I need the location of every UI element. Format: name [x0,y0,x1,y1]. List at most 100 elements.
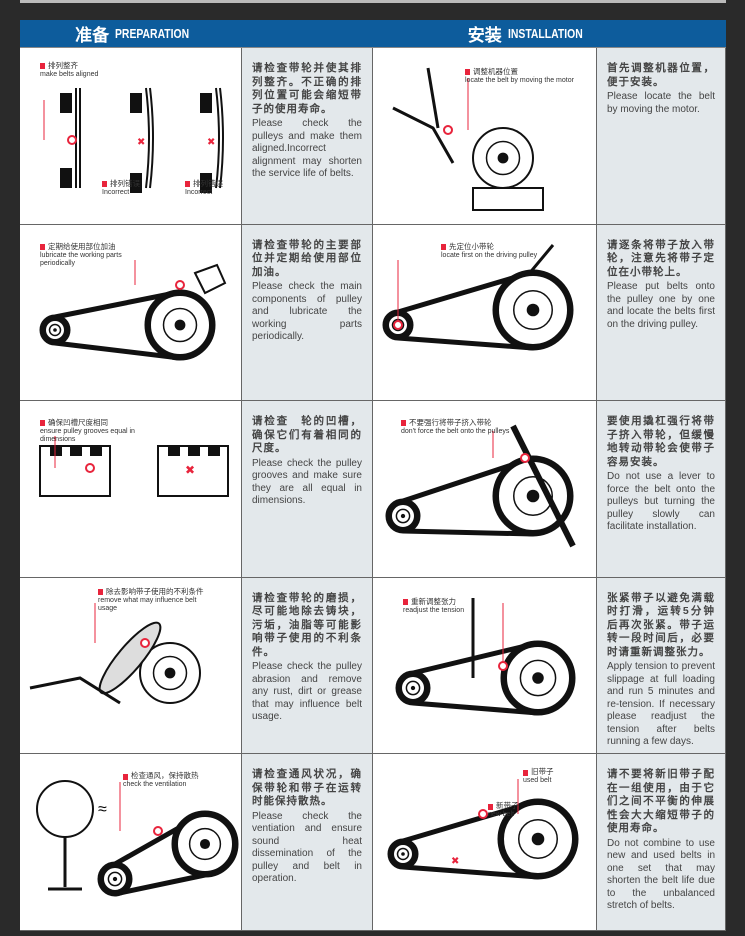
heading-zh: 准备 [75,26,110,45]
instruction-zh: 要使用撬杠强行将带子挤入带轮，但缓慢地转动带轮会使带子容易安装。 [607,415,715,468]
pulley-belt-drawing [392,67,544,211]
marker-icon [123,773,128,780]
marker-icon [523,769,528,776]
label-en: check the ventilation [123,781,187,789]
svg-text:✖: ✖ [185,463,195,477]
instruction-en: Do not use a lever to force the belt ont… [607,471,715,533]
label-zh: 排列错误 [193,179,223,188]
instruction-text-right-4: 张紧带子以避免满载时打滑，运转5分钟后再次张紧。带子运转一段时间后，必要时请重新… [597,577,726,755]
instruction-zh: 请检查带轮的磨损，尽可能地除去铸块，污垢，油脂等可能影响带子使用的不利条件。 [252,591,362,658]
marker-icon [40,63,45,70]
instruction-en: Please put belts onto the pulley one by … [607,281,715,330]
marker-icon [401,420,406,427]
marker-icon [40,420,45,427]
instruction-zh: 首先调整机器位置，便于安装。 [607,62,715,88]
preparation-heading: 准备 PREPARATION [20,20,373,47]
marker-icon [488,803,493,810]
heading-en: INSTALLATION [507,26,583,41]
pulley-belt-drawing [39,259,227,361]
instruction-en: Please check the ventiation and ensure s… [252,810,362,885]
instruction-zh: 请检查 轮的凹槽，确保它们有着相同的尺度。 [252,415,362,455]
instruction-en: Please check the pulley grooves and make… [252,457,362,507]
label-en: don't force the belt onto the pulleys [401,428,510,436]
instruction-text-right-1: 首先调整机器位置，便于安装。 Please locate the belt by … [597,48,726,225]
instruction-text-right-3: 要使用撬杠强行将带子挤入带轮，但缓慢地转动带轮会使带子容易安装。Do not u… [597,401,726,578]
pulley-belt-drawing [395,597,576,716]
marker-icon [40,243,45,250]
label-zh: 不要强行将带子挤入带轮 [409,418,492,428]
marker-icon [441,243,446,250]
marker-icon [185,181,190,188]
instruction-zh: 请检查通风状况，确保带轮和带子在运转时能保持散热。 [252,768,362,808]
label-en: locate first on the driving pulley [441,251,538,259]
label-zh: 重新调整张力 [411,596,456,606]
label-zh: 检查通风，保持散热 [131,771,199,781]
label-en: lubricate the working parts periodically [40,251,122,267]
label-en: new belt [488,811,515,819]
instruction-zh: 请检查带轮的主要部位并定期给使用部位加油。 [252,238,362,278]
svg-text:✖: ✖ [207,137,215,148]
instruction-zh: 张紧带子以避免满载时打滑，运转5分钟后再次张紧。带子运转一段时间后，必要时请重新… [607,591,715,658]
marker-icon [465,69,470,76]
pulley-belt-drawing: ✖ [387,779,579,880]
pulley-belt-drawing [29,602,201,705]
marker-icon [403,598,408,605]
label-zh: 先定位小带轮 [449,241,494,251]
label-zh: 排列整齐 [48,61,78,70]
pulley-belt-drawing [382,243,574,351]
label-en: remove what may influence belt usage [98,596,197,612]
marker-icon [102,181,107,188]
label-en: Incorrect [185,189,213,196]
instruction-text-left-2: 请检查带轮的主要部位并定期给使用部位加油。Please check the ma… [242,224,373,402]
svg-text:✖: ✖ [137,137,145,148]
instruction-zh: 请不要将新旧带子配在一组使用，由于它们之间不平衡的伸展性会大大缩短带子的使用寿命… [607,768,715,835]
svg-text:✖: ✖ [451,856,459,867]
instruction-text-right-5: 请不要将新旧带子配在一组使用，由于它们之间不平衡的伸展性会大大缩短带子的使用寿命… [597,754,726,931]
svg-text:≈: ≈ [98,801,107,818]
instruction-en: Apply tension to prevent slippage at ful… [607,661,715,748]
instruction-zh: 请检查带轮并使其排列整齐。不正确的排列位置可能会缩短带子的使用寿命。 [252,62,362,115]
label-zh: 除去影响带子使用的不利条件 [106,586,204,596]
instruction-en: Please check the pulley abrasion and rem… [252,661,362,723]
instruction-text-right-2: 请逐条将带子放入带轮，注意先将带子定位在小带轮上。Please put belt… [597,224,726,402]
label-en: make belts aligned [40,71,99,78]
instruction-text-left-4: 请检查带轮的磨损，尽可能地除去铸块，污垢，油脂等可能影响带子使用的不利条件。Pl… [242,577,373,755]
heading-en: PREPARATION [115,26,190,41]
instruction-en: Please locate the belt by moving the mot… [607,91,715,115]
instruction-zh: 请逐条将带子放入带轮，注意先将带子定位在小带轮上。 [607,238,715,278]
instruction-text-left-3: 请检查 轮的凹槽，确保它们有着相同的尺度。Please check the pu… [242,401,373,578]
label-zh: 旧带子 [531,767,554,777]
label-en: used belt [523,777,552,785]
pulley-belt-drawing: ≈ [36,780,239,897]
label-zh: 新带子 [496,801,519,811]
instruction-en: Please check the pulleys and make them a… [252,118,362,179]
pulley-belt-drawing [385,424,576,548]
instruction-en: Please check the main components of pull… [252,281,362,343]
label-en: ensure pulley grooves equal in dimension… [40,428,135,444]
marker-icon [98,588,103,595]
top-strip [20,0,726,3]
label-zh: 确保凹槽尺度相同 [48,418,108,428]
